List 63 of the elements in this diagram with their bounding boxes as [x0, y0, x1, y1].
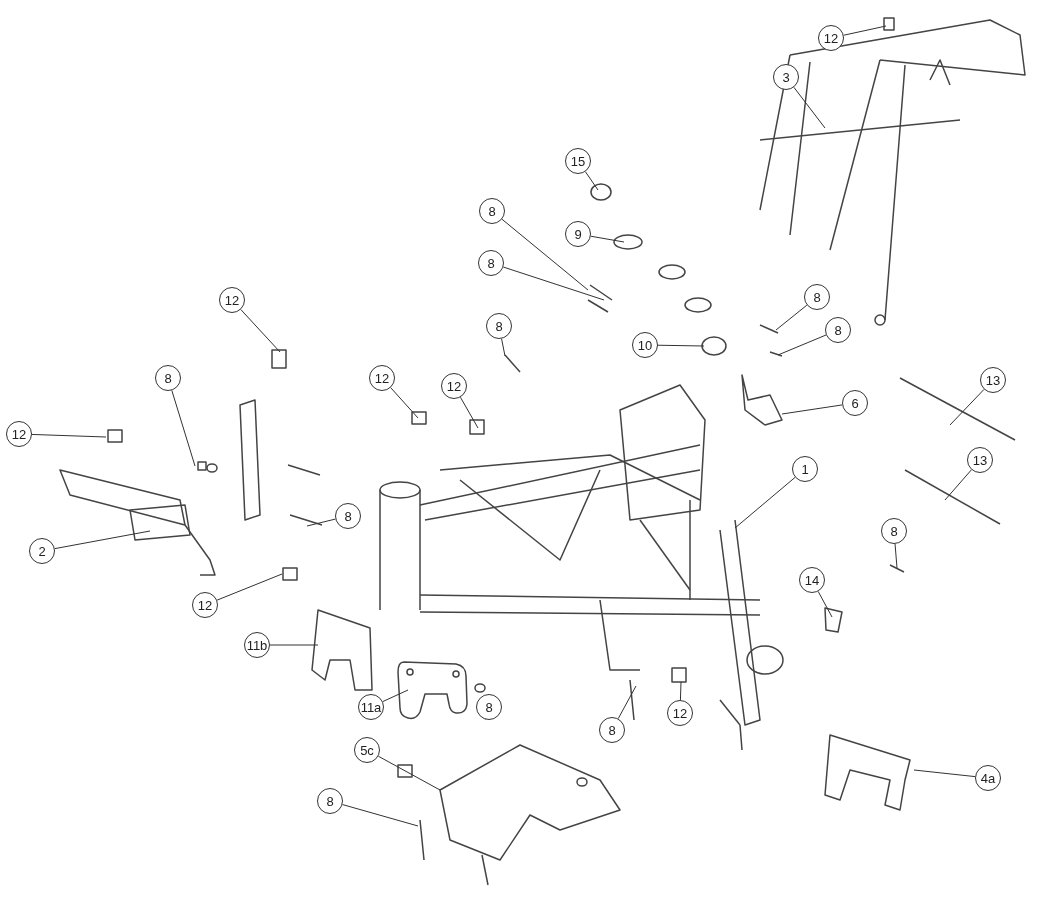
leader-line: [306, 518, 336, 527]
leader-line: [617, 685, 637, 720]
leader-line: [949, 388, 985, 426]
callout-number: 8: [317, 788, 343, 814]
leader-line: [679, 681, 682, 701]
leader-line: [240, 309, 281, 353]
callout-number: 8: [335, 503, 361, 529]
leader-line: [502, 266, 605, 301]
callout-number: 8: [804, 284, 830, 310]
callout-number: 5c: [354, 737, 380, 763]
leader-line: [584, 171, 599, 191]
callout-number: 8: [599, 717, 625, 743]
callout-number: 13: [980, 367, 1006, 393]
callout-number: 12: [441, 373, 467, 399]
callout-number: 12: [192, 592, 218, 618]
callout-number: 15: [565, 148, 591, 174]
leader-line: [501, 218, 589, 291]
callout-number: 2: [29, 538, 55, 564]
leader-line: [54, 530, 151, 550]
callout-number: 12: [667, 700, 693, 726]
leader-line: [377, 755, 441, 791]
callout-number: 12: [219, 287, 245, 313]
callout-number: 14: [799, 567, 825, 593]
callout-number: 12: [818, 25, 844, 51]
leader-line: [269, 644, 319, 646]
leader-line: [657, 344, 705, 347]
callout-number: 3: [773, 64, 799, 90]
leader-line: [459, 396, 479, 429]
leader-line: [382, 689, 409, 703]
leader-line: [944, 469, 972, 501]
leader-line: [590, 235, 625, 243]
leader-line: [781, 404, 843, 415]
leader-line: [894, 543, 898, 569]
leader-line: [216, 573, 283, 601]
leader-line: [777, 334, 827, 356]
leader-line: [390, 387, 419, 419]
leader-line: [734, 476, 796, 529]
callout-number: 12: [369, 365, 395, 391]
callout-number: 8: [881, 518, 907, 544]
callout-number: 11b: [244, 632, 270, 658]
callout-number: 8: [486, 313, 512, 339]
callout-number: 8: [825, 317, 851, 343]
callout-number: 6: [842, 390, 868, 416]
callout-number: 8: [476, 694, 502, 720]
leader-line: [817, 590, 833, 618]
leader-line: [843, 25, 887, 36]
callout-number: 8: [155, 365, 181, 391]
callout-number: 1: [792, 456, 818, 482]
callout-number: 8: [479, 198, 505, 224]
callout-number: 10: [632, 332, 658, 358]
leader-line: [501, 338, 506, 357]
callout-number: 9: [565, 221, 591, 247]
leader-line: [793, 86, 826, 129]
leader-line: [342, 804, 419, 827]
leader-line: [913, 769, 976, 778]
callout-number: 8: [478, 250, 504, 276]
leader-line: [31, 433, 107, 438]
callout-number: 13: [967, 447, 993, 473]
leader-line: [775, 304, 808, 331]
callout-number: 11a: [358, 694, 384, 720]
callout-number: 4a: [975, 765, 1001, 791]
leader-line: [171, 389, 196, 467]
callout-number: 12: [6, 421, 32, 447]
